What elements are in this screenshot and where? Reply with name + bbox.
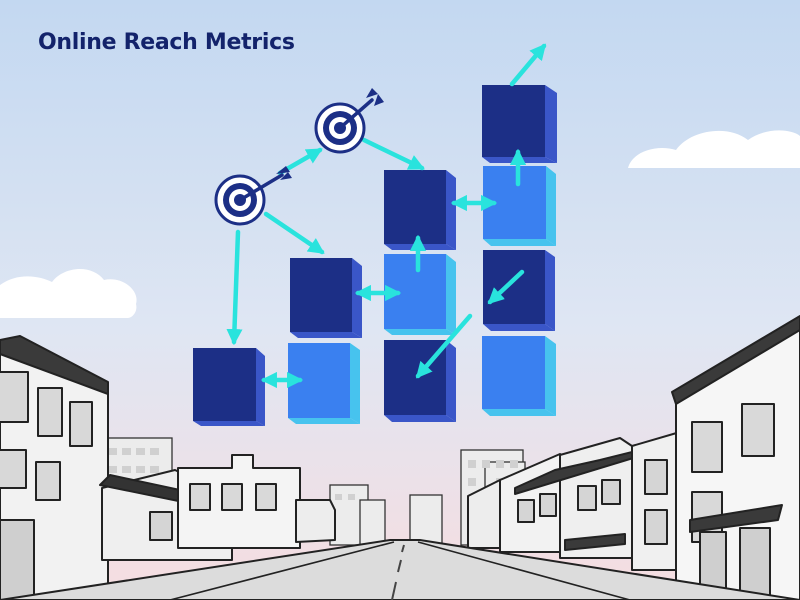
cube-light-2 xyxy=(288,343,360,424)
cube-dark-5 xyxy=(290,258,362,338)
cube-dark-10 xyxy=(482,85,557,163)
cube-dark-3 xyxy=(384,340,456,422)
arrow-icon xyxy=(361,137,425,171)
cube-dark-7 xyxy=(483,250,555,331)
arrow-icon xyxy=(487,269,525,305)
street xyxy=(0,539,800,600)
cube-grid xyxy=(193,85,557,426)
bullseye-target-icon xyxy=(214,166,292,226)
cloud-right xyxy=(628,130,800,168)
cube-light-4 xyxy=(482,336,556,416)
arrow-icon xyxy=(263,211,325,255)
arrow-icon xyxy=(415,313,473,379)
left-buildings xyxy=(0,335,336,600)
arrow-icon xyxy=(226,229,243,346)
cube-dark-8 xyxy=(384,170,456,250)
bullseye-target-icon xyxy=(314,88,384,154)
flow-arrows xyxy=(226,43,547,389)
right-buildings xyxy=(467,315,800,600)
arrow-icon xyxy=(509,43,547,87)
cube-dark-1 xyxy=(193,348,265,426)
cloud-left xyxy=(0,268,137,318)
page-title: Online Reach Metrics xyxy=(38,30,295,55)
